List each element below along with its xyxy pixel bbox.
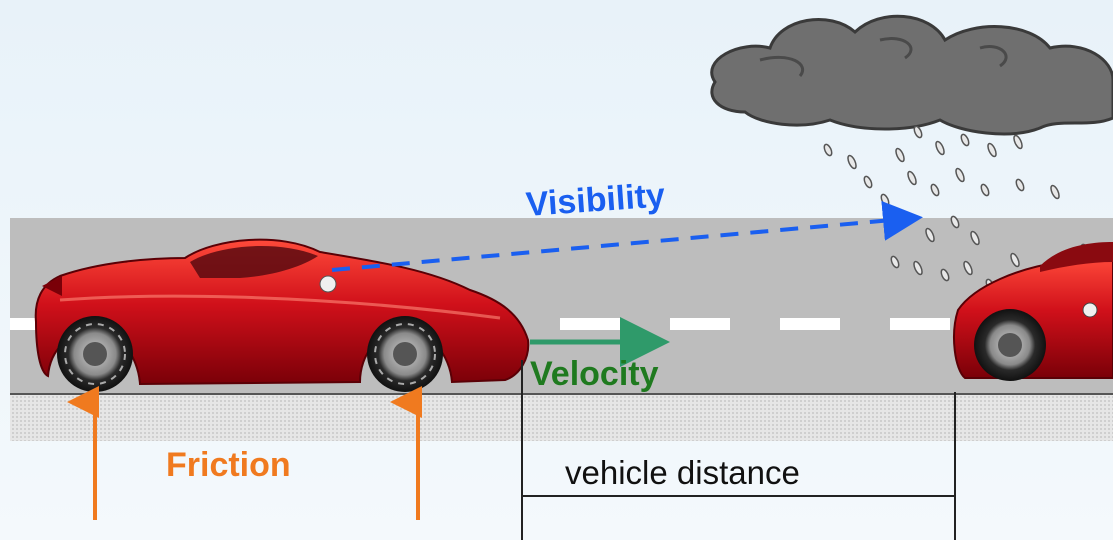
front-car xyxy=(953,242,1113,381)
main-car xyxy=(34,238,530,392)
velocity-label: Velocity xyxy=(530,355,659,393)
shoulder xyxy=(10,395,1113,441)
friction-label: Friction xyxy=(166,446,291,484)
visibility-arrow xyxy=(331,200,923,272)
vehicle-distance-label: vehicle distance xyxy=(565,454,800,491)
distance-bracket xyxy=(521,360,956,540)
rain-cloud xyxy=(710,14,1113,136)
